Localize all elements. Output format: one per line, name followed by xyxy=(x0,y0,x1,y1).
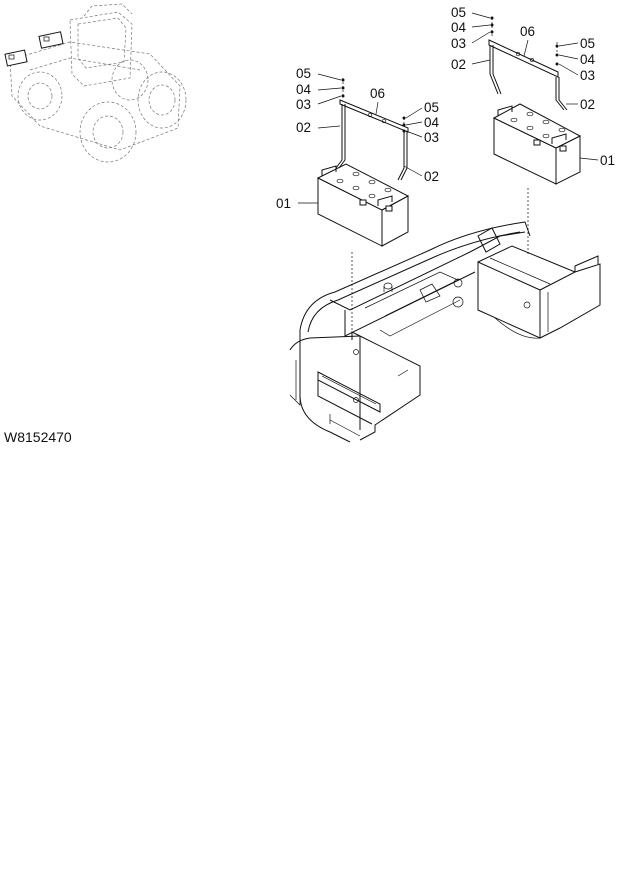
callout-05-left-b: 05 xyxy=(424,100,439,115)
right-battery xyxy=(492,103,582,185)
callout-02-left-b: 02 xyxy=(424,169,439,184)
wheel-loader-locator-icon xyxy=(4,3,187,163)
callout-06-right: 06 xyxy=(520,24,535,39)
right-battery-bracket xyxy=(488,16,568,111)
callout-05-left: 05 xyxy=(296,66,311,81)
callout-05-right: 05 xyxy=(451,5,466,20)
callout-03-left-b: 03 xyxy=(424,130,439,145)
callout-05-right-b: 05 xyxy=(580,36,595,51)
callout-01-left: 01 xyxy=(276,196,291,211)
callout-04-right: 04 xyxy=(451,20,467,35)
callout-01-right: 01 xyxy=(600,153,615,168)
leader-lines xyxy=(298,12,599,204)
callout-02-left-a: 02 xyxy=(296,120,311,135)
callout-03-right-b: 03 xyxy=(580,68,595,83)
battery-box-frame xyxy=(289,221,601,443)
callout-04-right-b: 04 xyxy=(580,52,596,67)
left-battery xyxy=(316,163,410,247)
callout-04-left-b: 04 xyxy=(424,115,440,130)
callout-03-left: 03 xyxy=(296,97,311,112)
callout-06-left: 06 xyxy=(370,86,385,101)
drawing-number: W8152470 xyxy=(4,429,72,445)
callout-02-right-b: 02 xyxy=(580,97,595,112)
callout-04-left: 04 xyxy=(296,82,312,97)
callout-03-right: 03 xyxy=(451,36,466,51)
callout-02-right-a: 02 xyxy=(451,57,466,72)
